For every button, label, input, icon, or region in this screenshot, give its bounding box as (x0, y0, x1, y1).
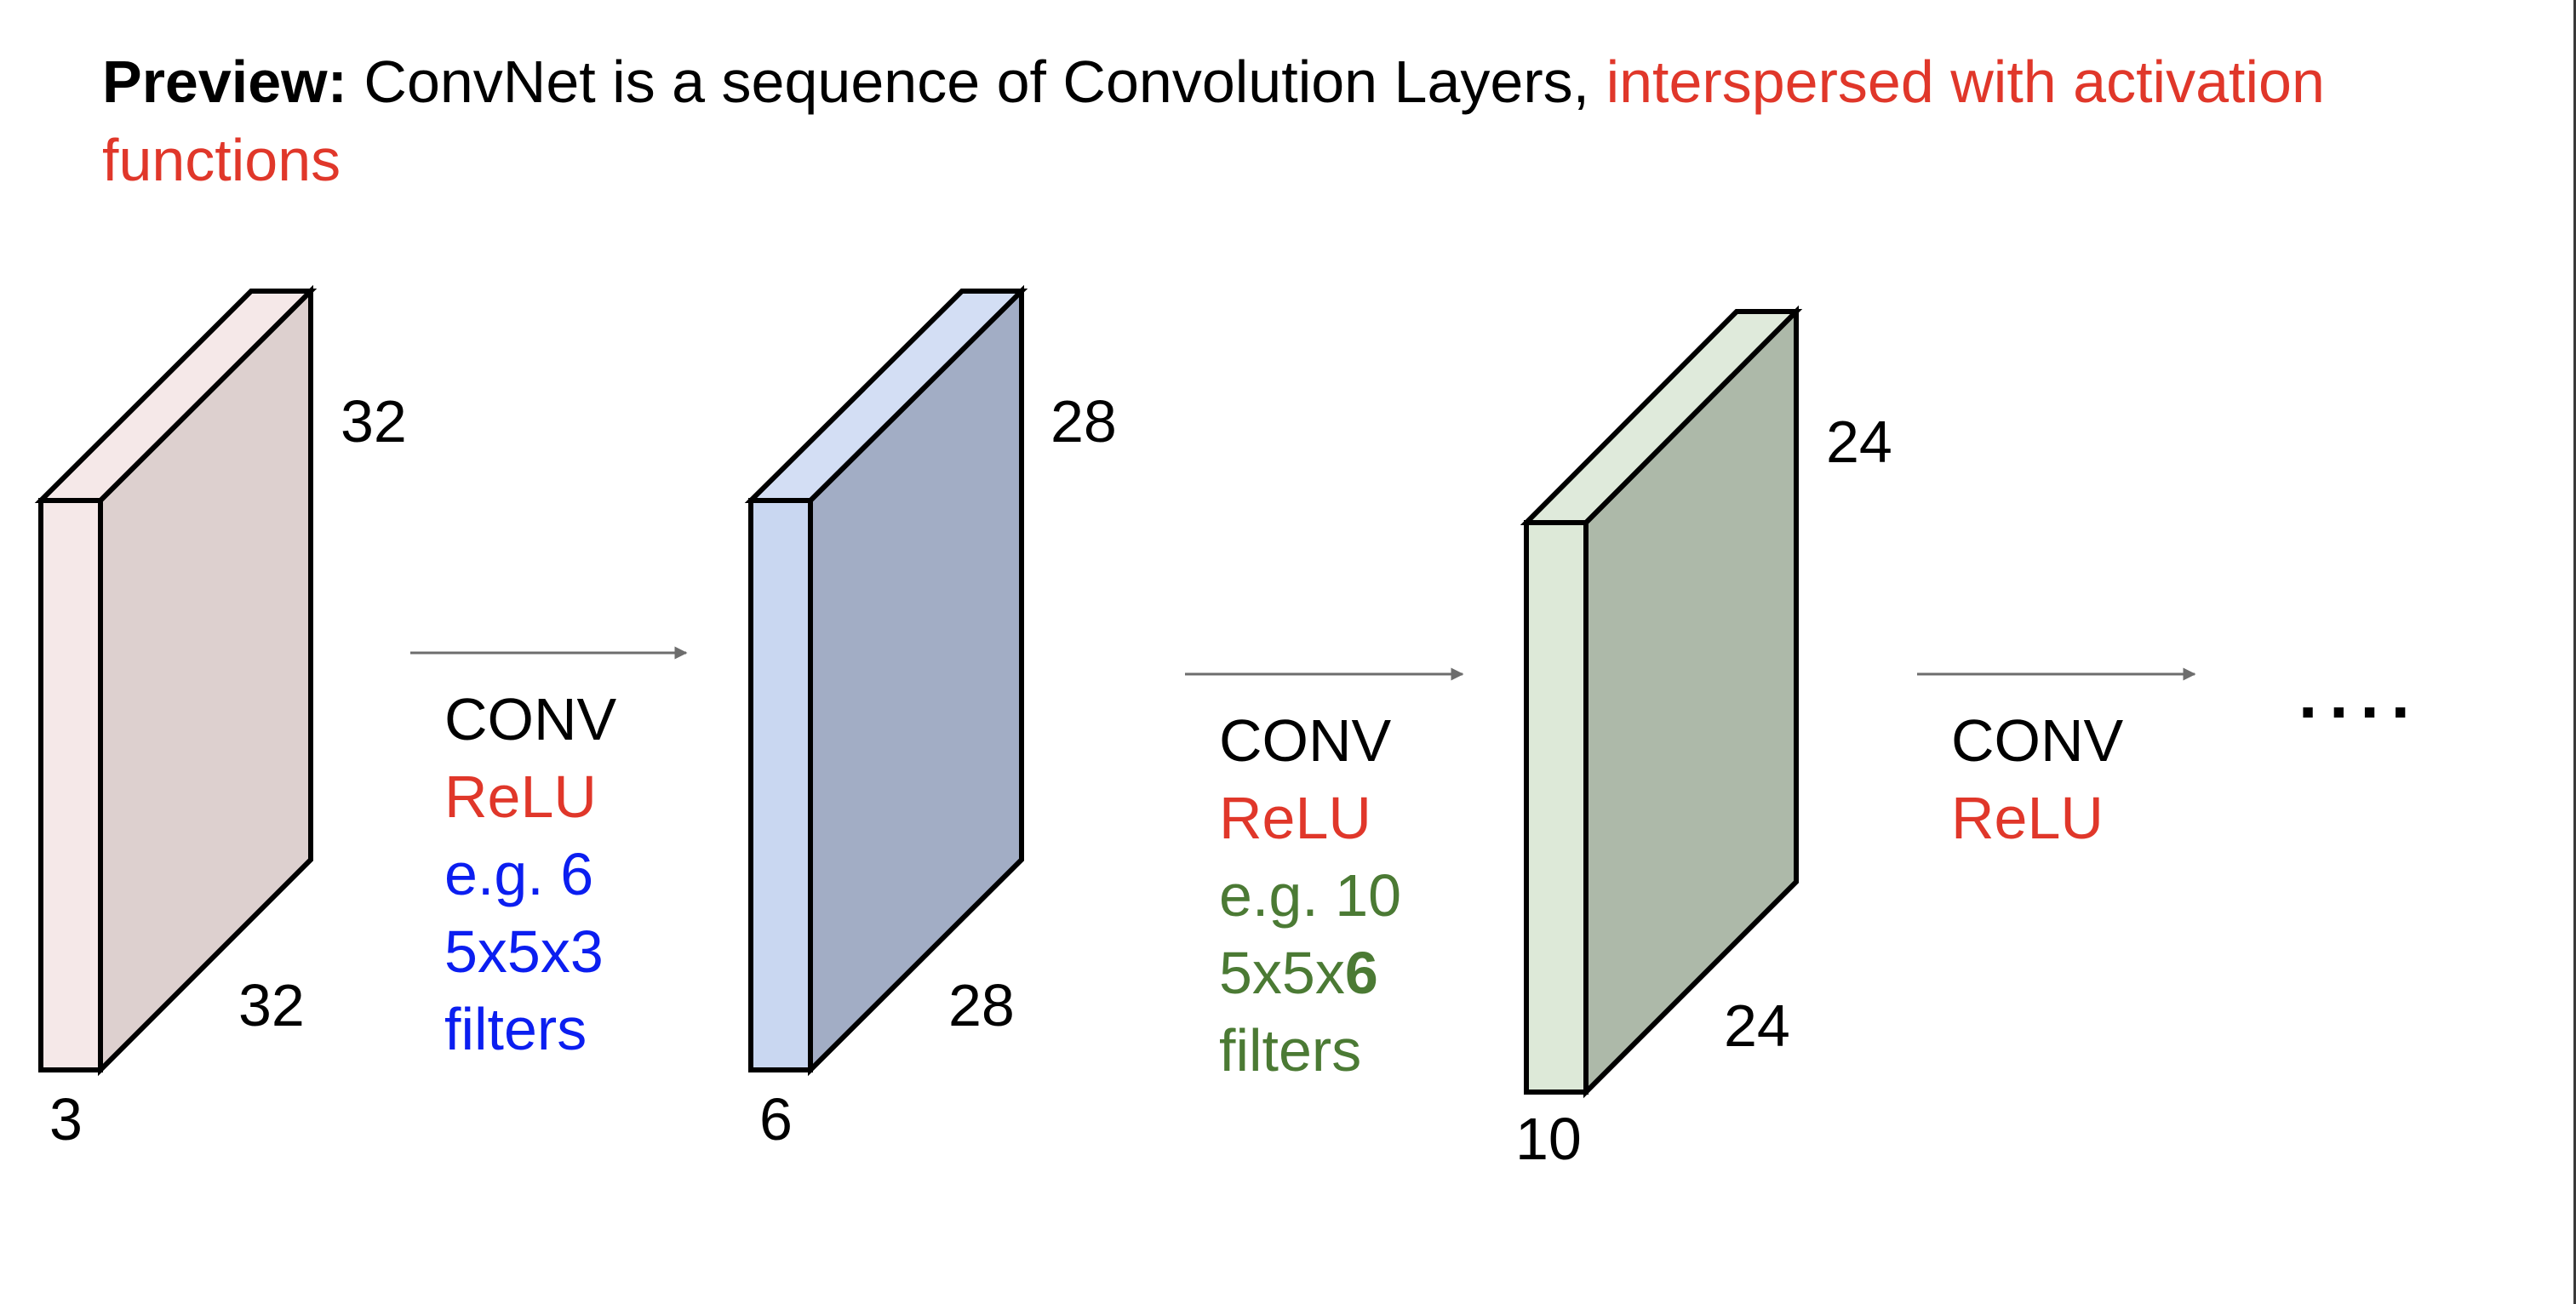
layer1-filter-size: 5x5x3 (444, 913, 616, 991)
title-highlight: interspersed with activation functions (102, 49, 2325, 193)
right-border (2573, 0, 2576, 1304)
layer3-activation: ReLU (1951, 785, 2104, 851)
continuation-ellipsis: .... (2298, 656, 2422, 732)
layer1-filter-depth: 3 (570, 918, 604, 985)
layer2-description: CONV ReLU e.g. 10 5x5x6 filters (1219, 702, 1401, 1090)
layer2-filter-depth: 6 (1344, 940, 1378, 1006)
volume3-front-face (1524, 520, 1589, 1095)
volume2-width-label: 28 (948, 972, 1015, 1038)
title-text: ConvNet is a sequence of Convolution Lay… (346, 49, 1606, 115)
title-prefix: Preview: (102, 49, 347, 115)
layer2-op: CONV (1219, 707, 1392, 774)
layer2-activation: ReLU (1219, 785, 1371, 851)
slide-title: Preview: ConvNet is a sequence of Convol… (102, 43, 2401, 199)
layer3-description: CONV ReLU (1951, 702, 2123, 857)
layer1-activation: ReLU (444, 764, 597, 830)
layer3-op: CONV (1951, 707, 2124, 774)
layer1-filters-word: filters (444, 996, 587, 1062)
volume3-height-label: 24 (1826, 409, 1892, 475)
conv1-output-volume (744, 284, 1028, 1077)
layer1-op: CONV (444, 686, 617, 752)
volume1-height-label: 32 (341, 388, 407, 455)
layer2-filter-size-prefix: 5x5x (1219, 940, 1345, 1006)
conv2-output-volume (1520, 305, 1803, 1099)
volume1-front-face (38, 498, 103, 1072)
volume3-width-label: 24 (1724, 992, 1790, 1059)
layer1-filter-count: e.g. 6 (444, 841, 594, 907)
layer2-filters-word: filters (1219, 1017, 1362, 1084)
layer1-description: CONV ReLU e.g. 6 5x5x3 filters (444, 681, 616, 1068)
volume2-depth-label: 6 (759, 1086, 793, 1152)
layer2-filter-size: 5x5x6 (1219, 935, 1401, 1012)
input-volume (34, 284, 318, 1077)
layer1-filter-size-prefix: 5x5x (444, 918, 570, 985)
volume3-depth-label: 10 (1515, 1106, 1582, 1172)
volume1-depth-label: 3 (49, 1086, 83, 1152)
volume1-width-label: 32 (238, 972, 305, 1038)
layer2-filter-count: e.g. 10 (1219, 862, 1402, 929)
volume2-front-face (748, 498, 813, 1072)
volume2-height-label: 28 (1050, 388, 1117, 455)
